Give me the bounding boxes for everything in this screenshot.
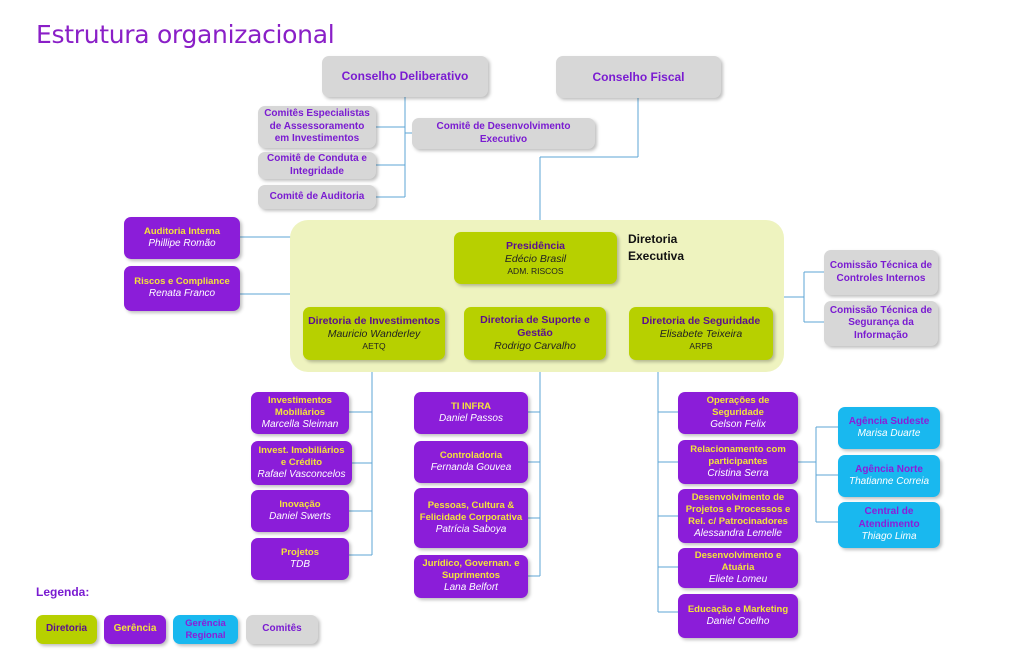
comite-desenvolvimento-executivo: Comitê de Desenvolvimento Executivo (412, 118, 595, 149)
gerencia-label: Investimentos Mobiliários (268, 394, 332, 418)
presidencia-label: Presidência (506, 239, 565, 252)
gerencia-juridico: Jurídico, Governan. e Suprimentos Lana B… (414, 555, 528, 598)
riscos-compliance: Riscos e Compliance Renata Franco (124, 266, 240, 311)
auditoria-interna: Auditoria Interna Phillipe Romão (124, 217, 240, 259)
page-title: Estrutura organizacional (36, 20, 335, 49)
regional-person: Marisa Duarte (857, 428, 921, 439)
gerencia-relacionamento: Relacionamento com participantes Cristin… (678, 440, 798, 484)
legend-diretoria: Diretoria (36, 615, 97, 644)
regional-label: Agência Norte (855, 463, 923, 475)
auditoria-interna-label: Auditoria Interna (143, 225, 220, 237)
gerencia-person: Marcella Sleiman (261, 418, 339, 430)
gerencia-projetos: Projetos TDB (251, 538, 349, 580)
gerencia-label: Relacionamento com participantes (690, 443, 786, 467)
comite-auditoria: Comitê de Auditoria (258, 185, 376, 209)
gerencia-person: Eliete Lomeu (708, 573, 768, 585)
gerencia-inovacao: Inovação Daniel Swerts (251, 490, 349, 532)
presidencia-sub: ADM. RISCOS (507, 265, 564, 276)
gerencia-person: Daniel Swerts (269, 510, 331, 522)
gerencia-investimentos-mobiliarios: Investimentos Mobiliários Marcella Sleim… (251, 392, 349, 434)
comite-especialistas: Comitês Especialistas de Assessoramento … (258, 106, 376, 148)
gerencia-controladoria: Controladoria Fernanda Gouvea (414, 441, 528, 483)
dir-seguridade-person: Elisabete Teixeira (659, 328, 743, 341)
diretoria-executiva-label: Diretoria Executiva (628, 232, 685, 263)
presidencia-person: Edécio Brasil (504, 252, 567, 265)
dir-investimentos-sub: AETQ (362, 341, 386, 352)
gerencia-person: Fernanda Gouvea (430, 461, 512, 473)
gerencia-pessoas-cultura: Pessoas, Cultura & Felicidade Corporativ… (414, 488, 528, 548)
gerencia-person: Gelson Felix (710, 418, 766, 430)
comite-conduta: Comitê de Conduta e Integridade (258, 152, 376, 179)
gerencia-label: Operações de Seguridade (706, 394, 770, 418)
dir-suporte-person: Rodrigo Carvalho (494, 340, 576, 353)
diretoria-suporte: Diretoria de Suporte e Gestão Rodrigo Ca… (464, 307, 606, 360)
comissao-controles-internos: Comissão Técnica de Controles Internos (824, 250, 938, 295)
regional-label: Central de Atendimento (858, 506, 920, 530)
gerencia-label: Projetos (280, 546, 319, 558)
gerencia-label: Invest. Imobiliários e Crédito (258, 444, 345, 468)
agencia-sudeste: Agência Sudeste Marisa Duarte (838, 407, 940, 449)
dir-investimentos-label: Diretoria de Investimentos (308, 315, 440, 328)
conselho-deliberativo: Conselho Deliberativo (322, 56, 488, 97)
gerencia-label: Jurídico, Governan. e Suprimentos (422, 558, 520, 582)
gerencia-person: Alessandra Lemelle (694, 527, 782, 539)
dir-seguridade-sub: ARPB (689, 341, 713, 352)
riscos-compliance-person: Renata Franco (148, 288, 216, 300)
gerencia-desenvolvimento-atuaria: Desenvolvimento e Atuária Eliete Lomeu (678, 548, 798, 588)
gerencia-desenvolvimento-projetos: Desenvolvimento de Projetos e Processos … (678, 489, 798, 543)
central-atendimento: Central de Atendimento Thiago Lima (838, 502, 940, 548)
conselho-fiscal: Conselho Fiscal (556, 56, 721, 98)
gerencia-invest-imobiliarios: Invest. Imobiliários e Crédito Rafael Va… (251, 441, 352, 485)
gerencia-person: Lana Belfort (444, 582, 498, 594)
regional-label: Agência Sudeste (848, 415, 930, 427)
legend-gerencia: Gerência (104, 615, 166, 644)
gerencia-label: Controladoria (439, 449, 503, 461)
gerencia-label: TI INFRA (450, 400, 492, 412)
gerencia-person: Rafael Vasconcelos (257, 468, 346, 480)
gerencia-educacao-marketing: Educação e Marketing Daniel Coelho (678, 594, 798, 638)
gerencia-person: TDB (290, 558, 310, 570)
dir-suporte-label: Diretoria de Suporte e Gestão (480, 313, 590, 339)
legend-comites: Comitês (246, 615, 318, 644)
gerencia-ti-infra: TI INFRA Daniel Passos (414, 392, 528, 434)
regional-person: Thatianne Correia (848, 476, 930, 487)
gerencia-person: Daniel Passos (439, 412, 503, 424)
agencia-norte: Agência Norte Thatianne Correia (838, 455, 940, 497)
gerencia-label: Desenvolvimento e Atuária (694, 549, 782, 573)
gerencia-person: Cristina Serra (707, 467, 769, 479)
diretoria-seguridade: Diretoria de Seguridade Elisabete Teixei… (629, 307, 773, 360)
dir-seguridade-label: Diretoria de Seguridade (641, 315, 761, 328)
regional-person: Thiago Lima (861, 531, 917, 543)
legend-label: Legenda: (36, 585, 90, 599)
riscos-compliance-label: Riscos e Compliance (134, 276, 230, 288)
gerencia-label: Desenvolvimento de Projetos e Processos … (685, 491, 791, 527)
gerencia-label: Pessoas, Cultura & Felicidade Corporativ… (419, 499, 523, 523)
gerencia-person: Daniel Coelho (706, 615, 770, 627)
gerencia-label: Inovação (279, 498, 321, 510)
gerencia-operacoes-seguridade: Operações de Seguridade Gelson Felix (678, 392, 798, 434)
diretoria-investimentos: Diretoria de Investimentos Mauricio Wand… (303, 307, 445, 360)
gerencia-label: Educação e Marketing (687, 603, 789, 615)
presidencia: Presidência Edécio Brasil ADM. RISCOS (454, 232, 617, 284)
legend-gerencia-regional: Gerência Regional (173, 615, 238, 644)
dir-investimentos-person: Mauricio Wanderley (327, 328, 421, 341)
gerencia-person: Patrícia Saboya (435, 523, 507, 535)
auditoria-interna-person: Phillipe Romão (148, 237, 216, 249)
comissao-seguranca-informacao: Comissão Técnica de Segurança da Informa… (824, 301, 938, 346)
